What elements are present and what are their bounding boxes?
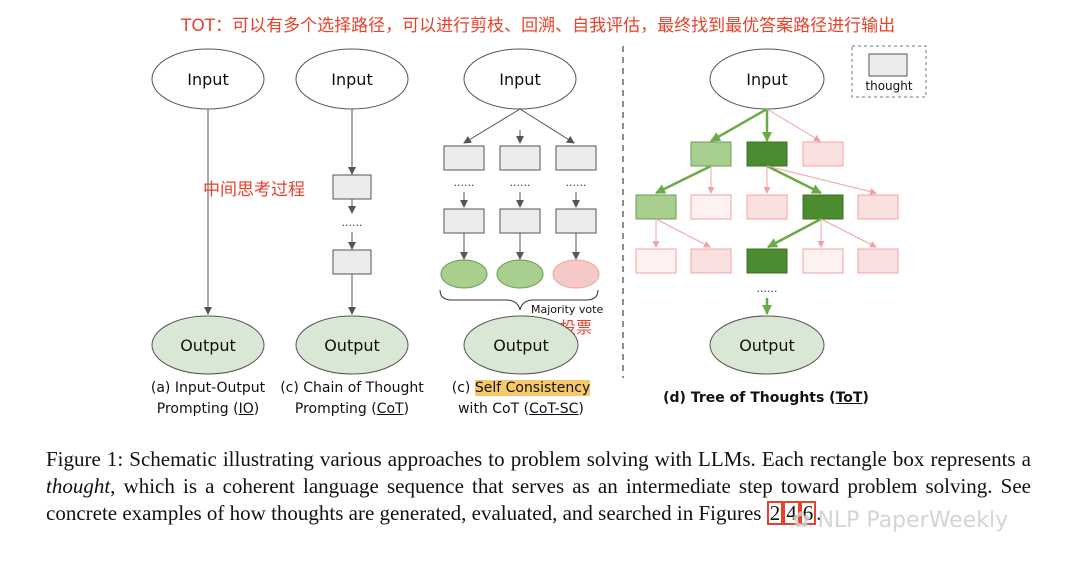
caption-italic-thought: thought [46,474,111,498]
caption-io-abbr: IO [238,401,254,417]
legend-label: thought [865,79,912,93]
tot-edge [766,165,877,195]
watermark: ✿ NLP PaperWeekly [792,508,1009,533]
cotsc-output-label: Output [493,336,549,355]
cotsc-column: Input ...... ...... ...... Majority vote… [439,48,603,375]
caption-io: (a) Input-Output Prompting (IO) [143,378,273,420]
wechat-icon: ✿ [792,508,818,533]
header-note: TOT：可以有多个选择路径，可以进行剪枝、回溯、自我评估，最终找到最优答案路径进… [181,16,896,36]
tot-column: Input ...... O [635,48,899,375]
tot-thought-l3-4 [802,248,844,274]
cotsc-branch-right [519,108,575,144]
cotsc-thought-box-3b [555,208,597,234]
cotsc-thought-box-1a [443,145,485,171]
caption-cotsc-line2: with CoT (CoT-SC) [458,401,584,417]
tot-edge [655,218,711,248]
tot-thought-l2-5 [857,194,899,220]
figure-ref-4[interactable]: 4 [783,501,800,525]
cotsc-answer-3 [552,259,600,289]
cotsc-answer-2 [496,259,544,289]
tot-edge [820,218,877,248]
cotsc-vote-brace [439,289,599,311]
caption-tot: (d) Tree of Thoughts (ToT) [663,390,869,406]
caption-cotsc: (c) Self Consistency with CoT (CoT-SC) [446,378,596,420]
cotsc-branch-left [463,108,521,144]
caption-cot: (c) Chain of Thought Prompting (CoT) [276,378,428,420]
cotsc-ellipsis-2: ...... [510,176,531,189]
tot-thought-l2-3 [746,194,788,220]
tot-edge [710,107,768,143]
cot-output-label: Output [324,336,380,355]
tot-edge [766,108,821,142]
cot-output-node [295,315,409,375]
cot-input-label: Input [331,70,372,89]
cotsc-thought-box-1b [443,208,485,234]
io-output-node [151,315,265,375]
cotsc-thought-box-2b [499,208,541,234]
figure-caption: Figure 1: Schematic illustrating various… [46,447,1031,525]
tot-edge [655,164,712,195]
cotsc-thought-box-3a [555,145,597,171]
tot-thought-l3-5 [857,248,899,274]
legend: thought [851,45,927,98]
cotsc-ellipsis-1: ...... [454,176,475,189]
caption-cot-line2: Prompting (CoT) [294,401,410,417]
cotsc-thought-box-2a [499,145,541,171]
tot-input-label: Input [746,70,787,89]
majority-vote-label: Majority vote [531,303,603,316]
cot-ellipsis: ...... [342,216,363,229]
tot-thought-l2-4 [802,194,844,220]
tot-thought-l1-2 [746,141,788,167]
cot-note: 中间思考过程 [203,180,305,200]
cot-thought-box-1 [332,174,372,200]
tot-thought-l2-1 [635,194,677,220]
tot-output-label: Output [739,336,795,355]
caption-tot-abbr: ToT [835,390,863,406]
caption-io-line2: Prompting (IO) [156,401,260,417]
io-column: Input Output [151,48,265,375]
caption-cotsc-abbr: CoT-SC [529,401,579,417]
tot-edge [766,164,822,195]
tot-edge [767,217,822,249]
cotsc-output-node [463,315,579,375]
cot-thought-box-2 [332,249,372,275]
tot-thought-l1-1 [690,141,732,167]
tot-thought-l3-2 [690,248,732,274]
tot-output-node [709,315,825,375]
caption-cotsc-line1: (c) Self Consistency [451,380,591,396]
io-input-label: Input [187,70,228,89]
legend-frame [851,45,927,98]
cotsc-input-label: Input [499,70,540,89]
figure-ref-2[interactable]: 2 [766,501,784,525]
legend-thought-box [868,53,908,77]
tot-ellipsis: ...... [757,282,778,295]
caption-cot-line1: (c) Chain of Thought [280,380,424,396]
io-output-label: Output [180,336,236,355]
cot-column: Input ...... Output [295,48,409,375]
caption-cot-abbr: CoT [376,401,404,417]
tot-thought-l2-2 [690,194,732,220]
tot-thought-l3-1 [635,248,677,274]
cotsc-ellipsis-3: ...... [566,176,587,189]
figure-ref-6[interactable]: 6 [799,501,817,525]
tot-thought-l1-3 [802,141,844,167]
cotsc-answer-1 [440,259,488,289]
diagram-canvas: Input Output Input ...... Output Input .… [151,45,927,378]
tot-thought-l3-3 [746,248,788,274]
self-consistency-highlight: Self Consistency [474,380,591,396]
caption-io-line1: (a) Input-Output [150,380,266,396]
